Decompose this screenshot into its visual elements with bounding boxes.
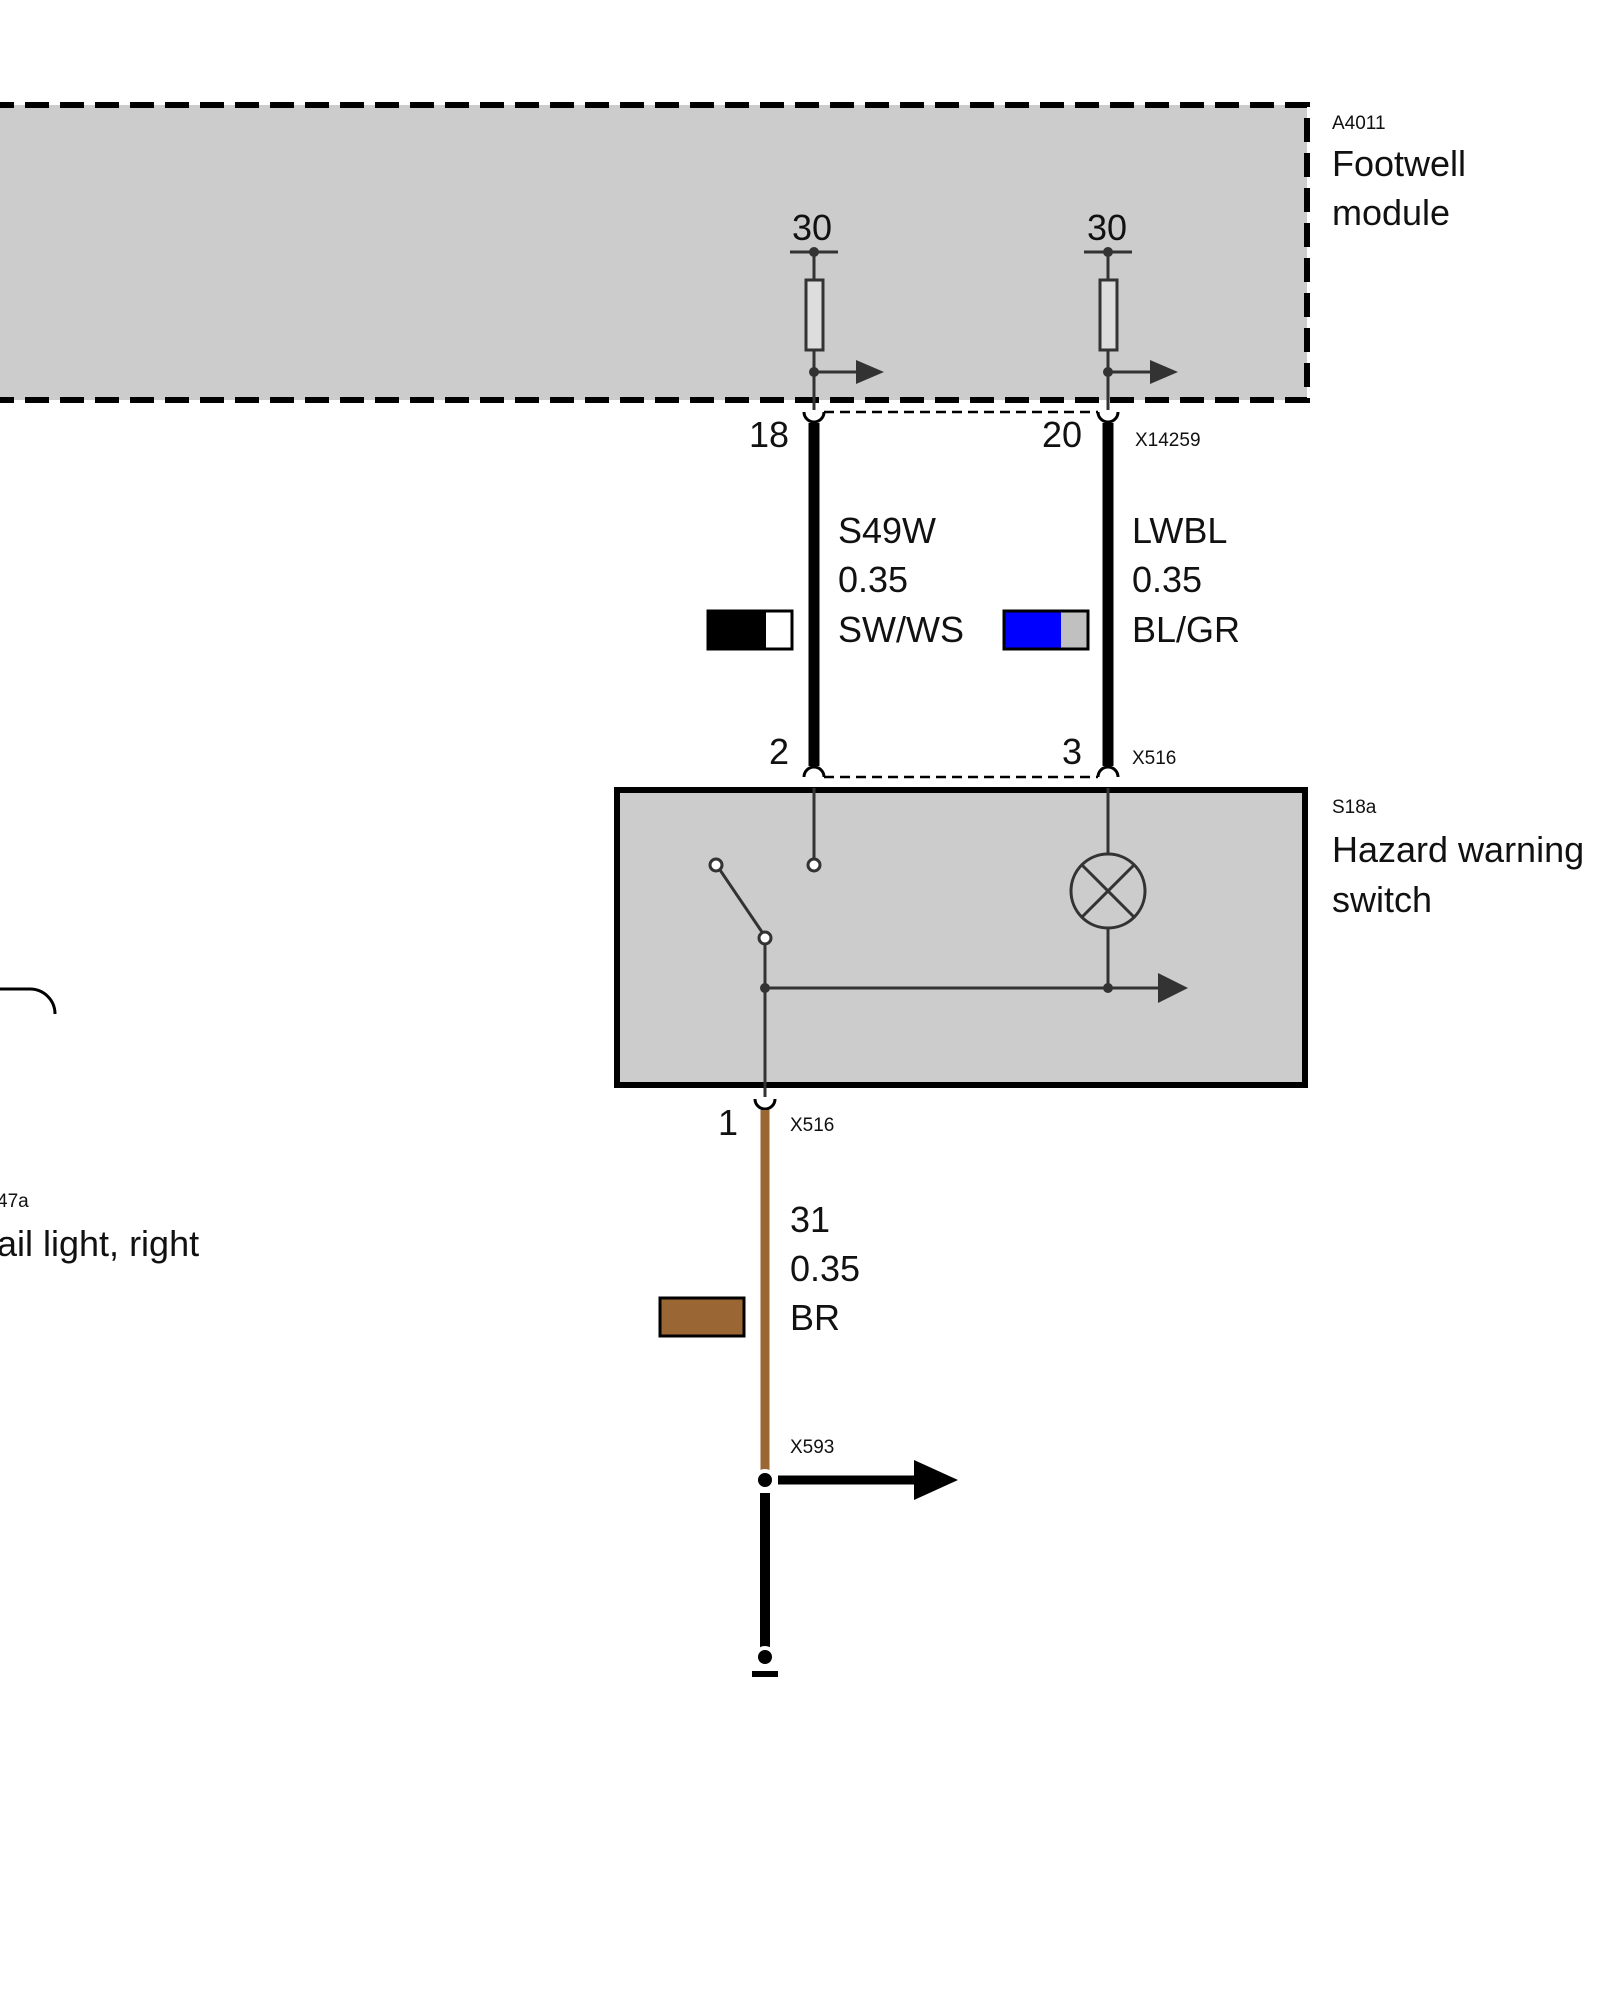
output-arrow-left xyxy=(856,360,884,384)
indicator-lamp-icon xyxy=(1069,852,1147,930)
wire-31-size: 0.35 xyxy=(790,1248,860,1289)
wire-lwbl-size: 0.35 xyxy=(1132,559,1202,600)
ground-point xyxy=(752,1493,778,1677)
hazard-switch-name-line1: Hazard warning xyxy=(1332,829,1584,870)
output-arrow-right xyxy=(1150,360,1178,384)
splice-x593: X593 xyxy=(754,1437,958,1500)
connector-x516-top: 2 3 X516 xyxy=(769,731,1176,779)
wire-s49w: S49W 0.35 SW/WS xyxy=(706,423,964,766)
pin-1-label: 1 xyxy=(718,1102,738,1143)
wire-lwbl-color-swatch xyxy=(1002,609,1090,651)
connector-x14259: 18 20 X14259 xyxy=(749,410,1201,455)
pin-20-label: 20 xyxy=(1042,414,1082,455)
connector-x516-bottom: 1 X516 xyxy=(718,1098,834,1143)
connector-x516-top-code: X516 xyxy=(1132,748,1176,769)
footwell-module-name-line2: module xyxy=(1332,192,1450,233)
tail-light-fragment: 47a ail light, right xyxy=(0,987,199,1264)
terminal-30-label-right: 30 xyxy=(1087,207,1127,248)
footwell-module-code: A4011 xyxy=(1332,113,1386,134)
splice-node xyxy=(758,1473,772,1487)
wire-31: 31 0.35 BR xyxy=(658,1110,860,1478)
switch-contact-fixed xyxy=(806,857,822,873)
footwell-module: A4011 Footwell module 30 30 xyxy=(0,102,1466,410)
footwell-output-18: 30 xyxy=(790,207,884,410)
wire-31-color-code: BR xyxy=(790,1297,840,1338)
pin-2-label: 2 xyxy=(769,731,789,772)
resistor-left xyxy=(804,278,825,352)
connector-x516-bottom-code: X516 xyxy=(790,1115,834,1136)
tail-light-name: ail light, right xyxy=(0,1223,199,1264)
wire-31-color-swatch xyxy=(658,1296,746,1338)
tail-light-box-corner xyxy=(0,987,57,1015)
pin-18-label: 18 xyxy=(749,414,789,455)
footwell-output-20: 30 xyxy=(1084,207,1178,410)
switch-blade xyxy=(718,869,764,933)
wire-lwbl-color-code: BL/GR xyxy=(1132,609,1240,650)
hazard-switch-box xyxy=(614,787,1308,1088)
pin-3-label: 3 xyxy=(1062,731,1082,772)
switch-contact-blade-end xyxy=(708,857,724,873)
connector-x14259-code: X14259 xyxy=(1135,430,1201,451)
wire-s49w-size: 0.35 xyxy=(838,559,908,600)
footwell-module-name-line1: Footwell xyxy=(1332,143,1466,184)
hazard-switch-name-line2: switch xyxy=(1332,879,1432,920)
wire-s49w-color-code: SW/WS xyxy=(838,609,964,650)
wire-lwbl-id: LWBL xyxy=(1132,510,1227,551)
terminal-30-label-left: 30 xyxy=(792,207,832,248)
wire-31-id: 31 xyxy=(790,1199,830,1240)
resistor-right xyxy=(1098,278,1119,352)
wire-s49w-color-swatch xyxy=(706,609,794,651)
hazard-switch-code: S18a xyxy=(1332,797,1377,818)
splice-x593-code: X593 xyxy=(790,1437,834,1458)
wire-s49w-id: S49W xyxy=(838,510,936,551)
hazard-warning-switch: S18a Hazard warning switch xyxy=(614,787,1584,1097)
switch-pivot xyxy=(757,930,773,946)
tail-light-code: 47a xyxy=(0,1191,29,1212)
wire-lwbl: LWBL 0.35 BL/GR xyxy=(1002,423,1240,766)
splice-continuation-arrow xyxy=(914,1460,958,1500)
switch-output-arrow xyxy=(1158,973,1188,1003)
